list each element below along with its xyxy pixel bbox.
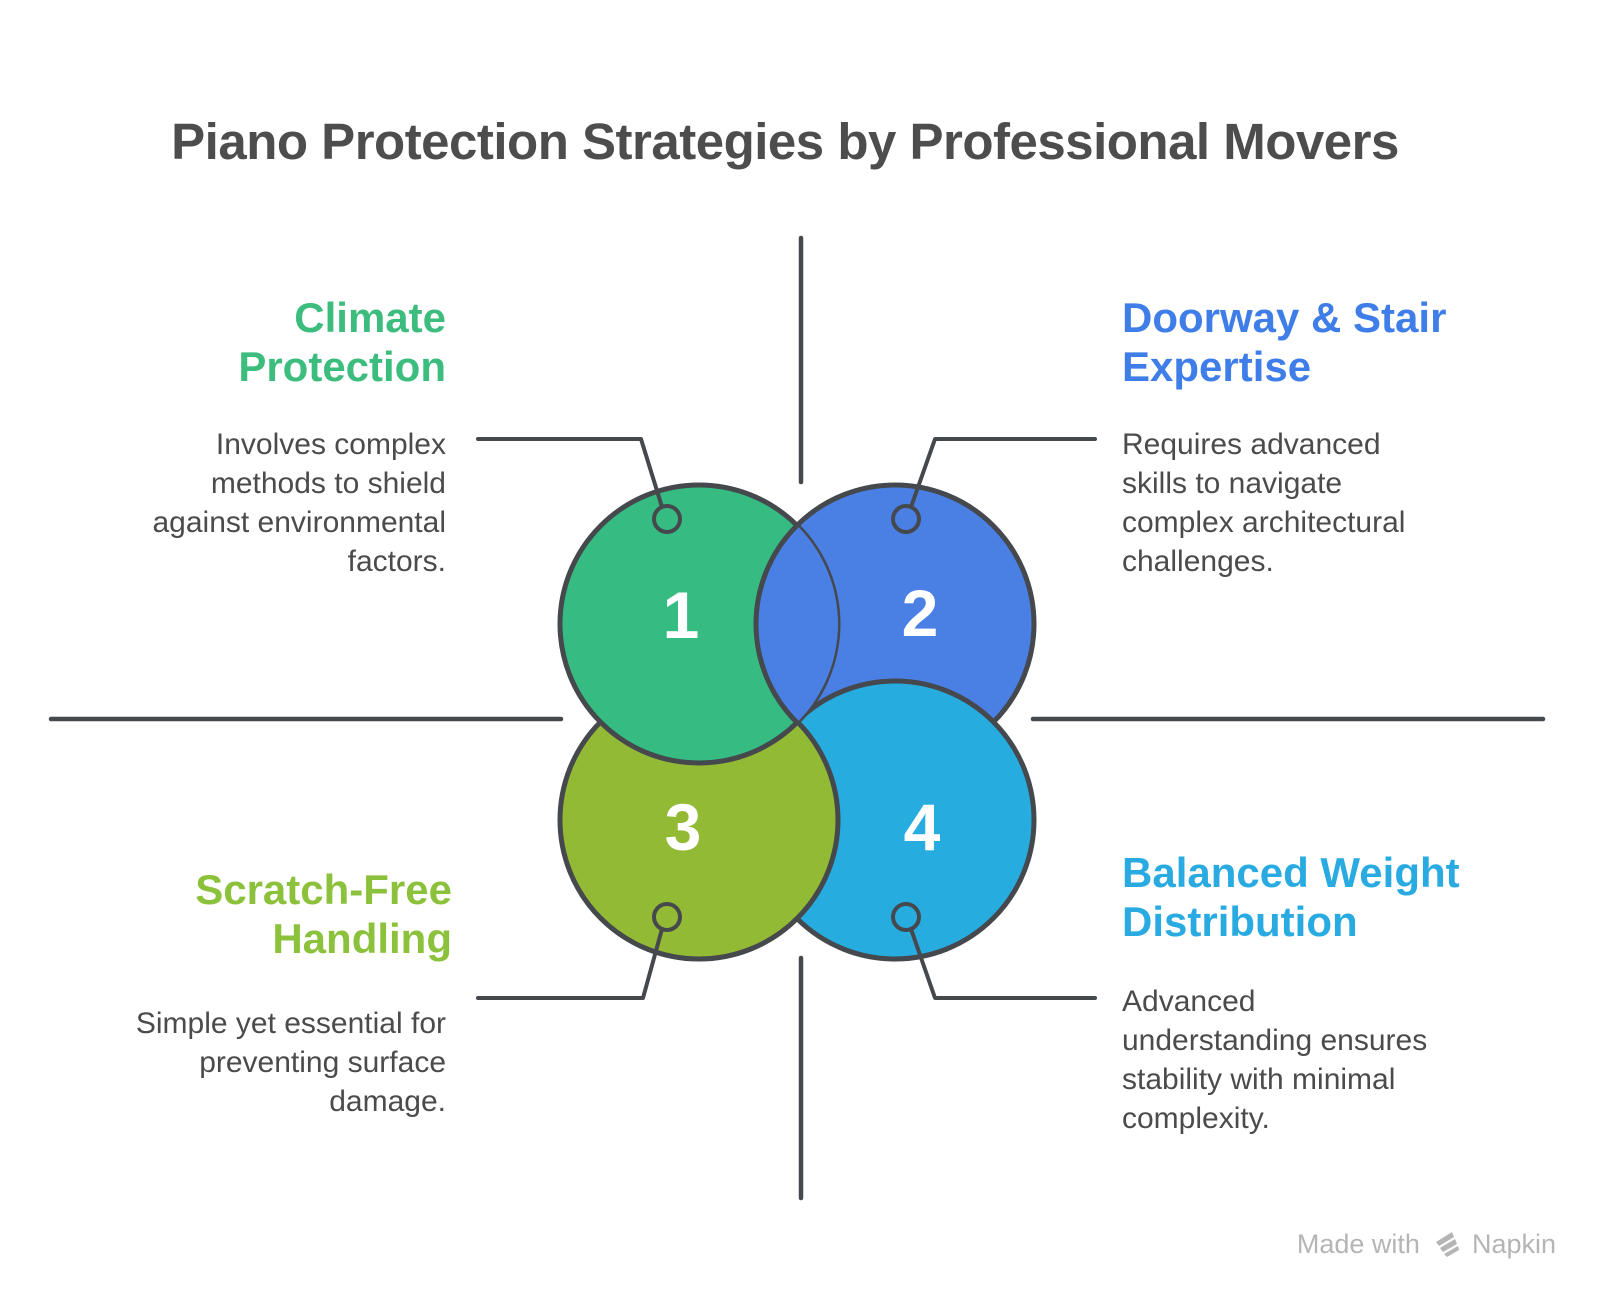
watermark-made-with: Made with <box>1296 1228 1420 1259</box>
item-4-heading-line: Distribution <box>1122 898 1358 945</box>
item-4-description: Advanced understanding ensures stability… <box>1122 985 1428 1135</box>
connector-2 <box>909 437 1097 509</box>
connector-ring-3 <box>652 902 682 932</box>
item-2-heading-line: Doorway & Stair <box>1122 294 1447 341</box>
item-1-heading-line: Protection <box>238 343 446 390</box>
connector-4 <box>909 927 1097 1000</box>
connector-1 <box>476 437 664 509</box>
item-3-heading-line: Scratch-Free <box>195 866 452 913</box>
page-title: Piano Protection Strategies by Professio… <box>171 113 1399 170</box>
item-3-heading-line: Handling <box>272 915 452 962</box>
item-4-heading-line: Balanced Weight <box>1122 849 1460 896</box>
napkin-logo-icon <box>1435 1232 1459 1257</box>
watermark: Made with Napkin <box>1297 1228 1556 1260</box>
watermark-brand: Napkin <box>1471 1228 1556 1259</box>
step-number-4: 4 <box>904 790 941 864</box>
item-3-heading: Scratch-Free Handling <box>106 865 452 963</box>
step-number-2: 2 <box>902 576 939 650</box>
connector-ring-2 <box>891 504 921 534</box>
step-number-1: 1 <box>663 578 700 652</box>
item-1-heading-line: Climate <box>294 294 446 341</box>
connector-ring-4 <box>891 902 921 932</box>
item-1-heading: Climate Protection <box>100 293 446 391</box>
connector-3 <box>476 927 664 1000</box>
item-3-description: Simple yet essential for preventing surf… <box>135 1007 446 1118</box>
step-number-3: 3 <box>665 790 702 864</box>
item-2-description: Requires advanced skills to navigate com… <box>1122 428 1406 578</box>
connector-ring-1 <box>652 504 682 534</box>
item-4-heading: Balanced Weight Distribution <box>1122 848 1522 946</box>
item-2-heading: Doorway & Stair Expertise <box>1122 293 1522 391</box>
item-1-description: Involves complex methods to shield again… <box>152 428 446 578</box>
item-2-heading-line: Expertise <box>1122 343 1312 390</box>
